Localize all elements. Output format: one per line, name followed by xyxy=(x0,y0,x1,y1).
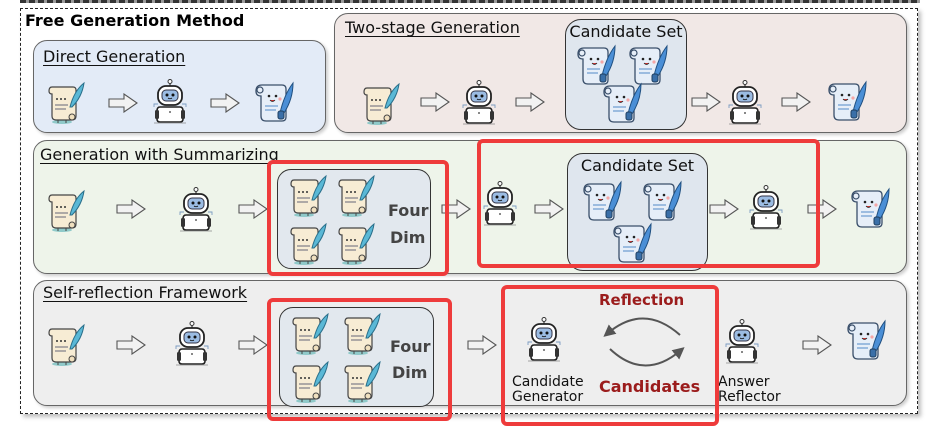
panel-direct-generation: Direct Generation xyxy=(33,40,326,133)
four-label: Four xyxy=(388,201,429,220)
right-arrow-icon xyxy=(108,93,138,113)
right-arrow-icon xyxy=(238,335,268,355)
panel-two-stage-generation: Two-stage Generation Candidate Set xyxy=(334,13,907,133)
answer-scroll-icon xyxy=(850,185,890,231)
candidate-set-title: Candidate Set xyxy=(569,22,683,41)
right-arrow-icon xyxy=(238,199,268,219)
four-dim-box: Four Dim xyxy=(279,307,434,407)
panel-self-reflection-framework: Self-reflection Framework Four Dim Candi… xyxy=(33,280,907,407)
candidate-set-title: Candidate Set xyxy=(580,156,695,175)
panel-title: Self-reflection Framework xyxy=(43,283,248,302)
right-arrow-icon xyxy=(781,92,811,112)
right-arrow-icon xyxy=(515,92,545,112)
answer-scroll-icon xyxy=(602,80,642,126)
scroll-quill-icon xyxy=(46,187,86,233)
robot-icon xyxy=(176,187,216,233)
scroll-quill-icon xyxy=(361,80,401,126)
candidate-set-box: Candidate Set xyxy=(567,153,708,271)
right-arrow-icon xyxy=(420,92,450,112)
right-arrow-icon xyxy=(802,335,832,355)
highlight-four-dim-self-reflection xyxy=(267,298,452,421)
panel-title: Generation with Summarizing xyxy=(40,145,279,164)
dim-label: Dim xyxy=(392,363,428,382)
scroll-quill-icon xyxy=(46,321,86,367)
reflection-label: Reflection xyxy=(599,291,685,309)
right-arrow-icon xyxy=(116,199,146,219)
robot-icon xyxy=(150,79,190,125)
scroll-quill-icon xyxy=(46,79,86,125)
answer-scroll-icon xyxy=(254,79,294,125)
answer-reflector-label: Answer Reflector xyxy=(718,374,781,405)
four-dim-box: Four Dim xyxy=(277,169,431,269)
highlight-reflection-loop xyxy=(501,285,719,426)
candidate-set-box: Candidate Set xyxy=(565,19,687,130)
candidate-generator-label: Candidate Generator xyxy=(512,374,584,405)
right-arrow-icon xyxy=(116,335,146,355)
answer-scroll-icon xyxy=(827,78,867,124)
answer-scroll-icon xyxy=(846,317,886,363)
highlight-four-dim-summarizing xyxy=(267,160,449,276)
four-label: Four xyxy=(390,337,431,356)
reflection-cycle-icon xyxy=(603,317,685,367)
dim-label: Dim xyxy=(390,228,426,247)
panel-generation-with-summarizing: Generation with Summarizing Four Dim Can… xyxy=(33,140,907,274)
right-arrow-icon xyxy=(210,93,240,113)
robot-icon xyxy=(172,321,212,367)
panel-title: Direct Generation xyxy=(43,47,186,66)
figure-title: Free Generation Method xyxy=(25,11,245,30)
highlight-candidate-set-summarizing xyxy=(477,139,820,268)
right-arrow-icon xyxy=(691,92,721,112)
robot-icon xyxy=(459,80,499,126)
top-border-strip xyxy=(20,0,920,3)
robot-icon xyxy=(725,80,765,126)
right-arrow-icon xyxy=(467,335,497,355)
panel-title: Two-stage Generation xyxy=(345,18,520,37)
candidates-label: Candidates xyxy=(599,377,701,396)
robot-icon xyxy=(722,319,762,365)
